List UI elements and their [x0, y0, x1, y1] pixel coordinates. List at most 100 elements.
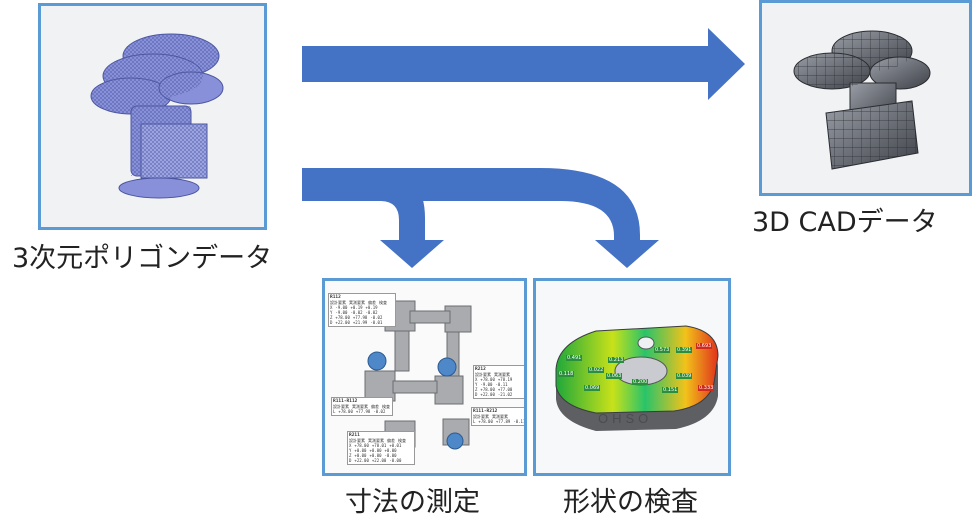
table-header: 検査 — [398, 438, 406, 443]
cell: +78.19 — [497, 377, 513, 382]
measure-table-r112: R112 設計要素実測要素偏差検査 X-9.00+0.19+0.19 Y-9.0… — [328, 293, 396, 327]
cell: Y — [475, 382, 478, 387]
table-header: 実測要素 — [349, 300, 365, 305]
value-badge: 0.213 — [608, 357, 625, 363]
cell: +78.00 — [338, 409, 353, 414]
table-header: 検査 — [379, 300, 387, 305]
value-badge: 0.063 — [606, 373, 623, 379]
value-badge: 0.069 — [584, 385, 601, 391]
table-header: 偏差 — [371, 404, 379, 409]
polygon-data-panel — [38, 3, 267, 230]
measure-table-r111-r212: R111-R212 設計要素実測要素 L+78.00+77.89-0.11 — [471, 407, 526, 426]
table-header: 実測要素 — [492, 414, 508, 419]
cell: +78.00 — [354, 443, 369, 448]
cell: +21.99 — [352, 320, 368, 325]
cell: -9.00 — [335, 310, 348, 315]
cell: +22.00 — [335, 320, 350, 325]
table-header: 設計要素 — [330, 300, 346, 305]
value-badge: 0.391 — [676, 347, 693, 353]
cad-data-label: 3D CADデータ — [752, 207, 938, 238]
cell: +0.00 — [369, 448, 382, 453]
cell: +77.98 — [352, 315, 368, 320]
value-badge: 0.573 — [654, 347, 671, 353]
cell: -9.00 — [335, 305, 348, 310]
cell: Y — [330, 310, 333, 315]
table-title: R111-R212 — [473, 409, 498, 414]
inspect-panel: OHSO 0.693 0.491 0.573 0.391 0.213 0.063… — [533, 278, 731, 476]
cell: X — [475, 377, 478, 382]
cell: +0.00 — [354, 448, 367, 453]
table-header: 検査 — [382, 404, 390, 409]
cell: +77.89 — [495, 419, 511, 424]
value-badge: 0.333 — [698, 385, 715, 391]
value-badge: 0.151 — [662, 387, 679, 393]
cell: +78.00 — [335, 315, 350, 320]
cell: +78.00 — [480, 377, 495, 382]
cad-data-panel — [759, 0, 972, 196]
cell: X — [330, 305, 333, 310]
cell: +78.01 — [371, 443, 387, 448]
cell: D — [475, 392, 478, 397]
cell: -0.11 — [513, 419, 526, 424]
table-title: R211 — [349, 433, 360, 438]
cell: +78.00 — [480, 387, 495, 392]
cell: -21.02 — [497, 392, 513, 397]
polygon-data-label: 3次元ポリゴンデータ — [12, 243, 273, 274]
cell: +22.00 — [371, 458, 387, 463]
cell: D — [349, 458, 352, 463]
cell: -0.02 — [350, 310, 363, 315]
cell: +0.00 — [369, 453, 382, 458]
cell: Z — [475, 387, 478, 392]
table-header: 設計要素 — [349, 438, 365, 443]
table-header: 設計要素 — [475, 372, 491, 377]
cell: L — [333, 409, 336, 414]
cell: +0.00 — [384, 448, 397, 453]
measure-table-r212: R212 設計要素実測要素 X+78.00+78.19 Y-9.00-0.11 … — [473, 365, 524, 399]
cell: -0.01 — [370, 320, 383, 325]
value-badge: 0.693 — [696, 343, 713, 349]
cell: D — [330, 320, 333, 325]
table-header: 偏差 — [368, 300, 376, 305]
svg-text:OHSO: OHSO — [598, 411, 652, 426]
table-header: 実測要素 — [494, 372, 510, 377]
table-header: 設計要素 — [333, 404, 349, 409]
cell: +22.00 — [354, 458, 369, 463]
cell: X — [349, 443, 352, 448]
table-title: R112 — [330, 295, 341, 300]
measure-table-r211: R211 設計要素実測要素偏差検査 X+78.00+78.01+0.01 Y+0… — [347, 431, 415, 465]
value-badge: 0.200 — [632, 379, 649, 385]
cell: +0.19 — [365, 305, 378, 310]
cell: +77.00 — [497, 387, 513, 392]
cell: -0.00 — [389, 458, 402, 463]
measure-panel: R112 設計要素実測要素偏差検査 X-9.00+0.19+0.19 Y-9.0… — [322, 278, 527, 476]
cell: +0.19 — [350, 305, 363, 310]
cell: -0.02 — [370, 315, 383, 320]
cad-model-image — [793, 30, 931, 170]
inspect-label: 形状の検査 — [563, 487, 698, 518]
cell: Z — [330, 315, 333, 320]
table-title: R212 — [475, 367, 486, 372]
cell: L — [473, 419, 476, 424]
table-header: 偏差 — [387, 438, 395, 443]
table-title: R111-R112 — [333, 399, 358, 404]
polygon-mesh-image — [90, 33, 224, 199]
value-badge: 0.118 — [558, 371, 575, 377]
table-header: 設計要素 — [473, 414, 489, 419]
value-badge: 0.022 — [588, 367, 605, 373]
cell: -0.00 — [384, 453, 397, 458]
cell: +78.00 — [478, 419, 493, 424]
measure-model-image — [364, 300, 472, 450]
value-badge: 0.491 — [566, 355, 583, 361]
measure-label: 寸法の測定 — [345, 487, 480, 518]
cell: Y — [349, 448, 352, 453]
cell: +77.98 — [355, 409, 371, 414]
table-header: 実測要素 — [368, 438, 384, 443]
cell: +0.01 — [389, 443, 402, 448]
cell: -0.02 — [373, 409, 386, 414]
inspect-heatmap-image: OHSO — [555, 325, 719, 431]
arrow-to-inspect — [302, 168, 659, 268]
cell: -0.02 — [365, 310, 378, 315]
measure-table-r111-r112: R111-R112 設計要素実測要素偏差検査 L+78.00+77.98-0.0… — [331, 397, 393, 416]
table-header: 実測要素 — [352, 404, 368, 409]
